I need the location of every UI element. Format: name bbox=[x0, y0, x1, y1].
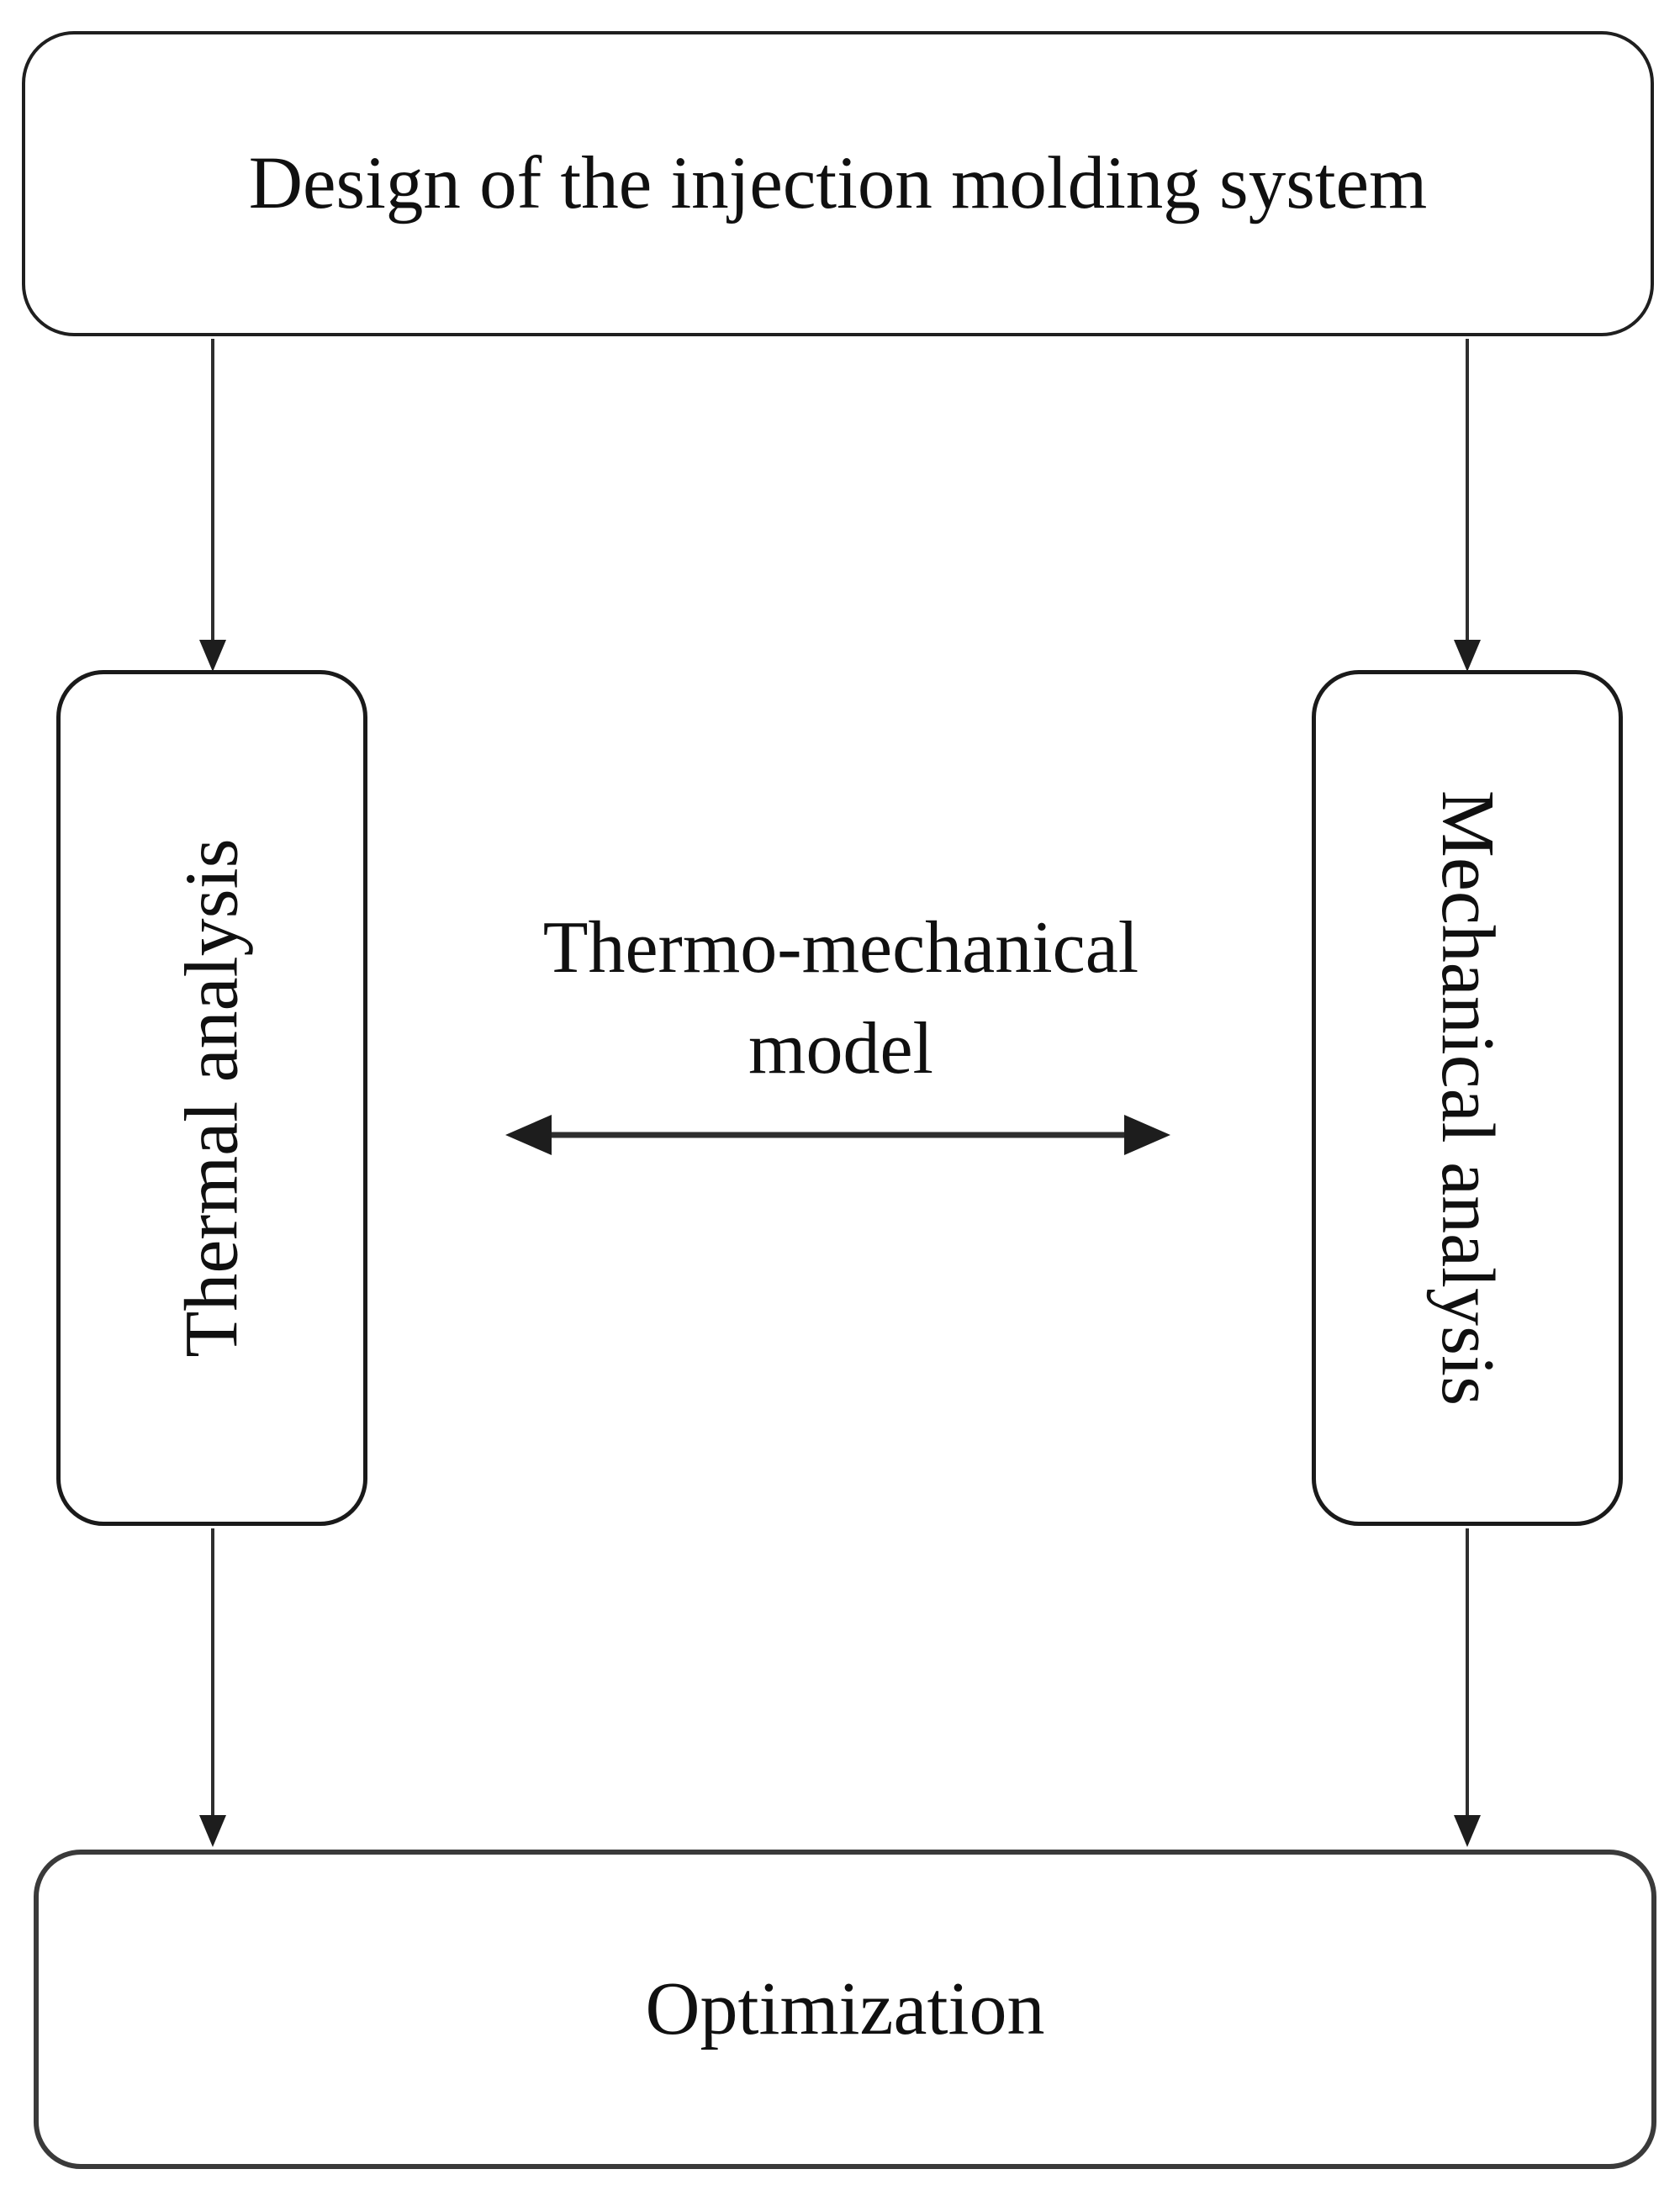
label-thermo-mechanical-model: Thermo-mechanical model bbox=[542, 907, 1139, 1090]
node-thermal-analysis-label: Thermal analysis bbox=[170, 838, 254, 1358]
arrow-design-to-thermal bbox=[199, 339, 226, 672]
node-thermal-analysis: Thermal analysis bbox=[56, 670, 367, 1526]
arrow-thermal-to-optimization bbox=[199, 1528, 226, 1847]
node-optimization: Optimization bbox=[34, 1850, 1656, 2169]
arrow-design-to-mechanical bbox=[1454, 339, 1481, 672]
node-mechanical-analysis-label: Mechanical analysis bbox=[1425, 789, 1509, 1407]
node-design-label: Design of the injection molding system bbox=[248, 142, 1428, 225]
node-design-injection-molding: Design of the injection molding system bbox=[22, 31, 1654, 336]
node-mechanical-analysis: Mechanical analysis bbox=[1312, 670, 1623, 1526]
arrow-mechanical-to-optimization bbox=[1454, 1528, 1481, 1847]
double-arrow-thermal-mechanical bbox=[505, 1115, 1170, 1155]
node-optimization-label: Optimization bbox=[645, 1967, 1045, 2051]
